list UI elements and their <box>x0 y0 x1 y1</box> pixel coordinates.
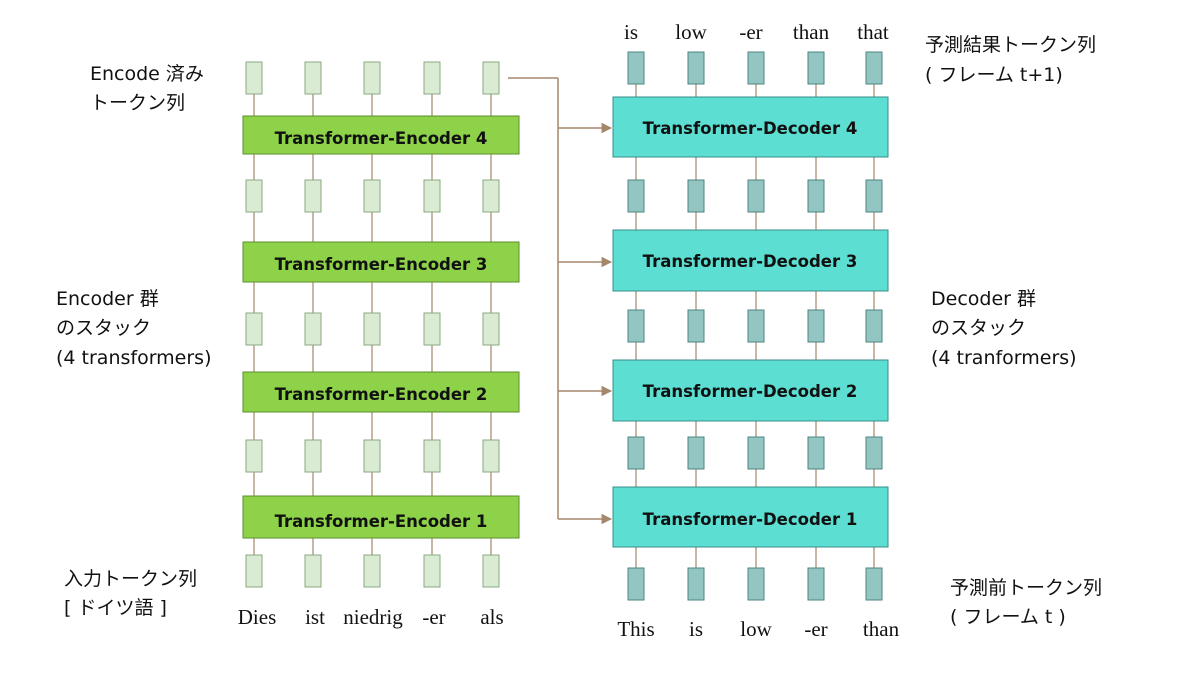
encoder-input-token-3: niedrig <box>343 605 403 629</box>
encoder-token-r4-c2 <box>363 61 381 95</box>
encoder-stack-label-line-2: のスタック <box>56 317 151 339</box>
decoder-token-r2-c3 <box>807 309 825 343</box>
decoder-token-r4-c1 <box>687 51 705 85</box>
input-tokens-label-line-1: 入力トークン列 <box>64 568 197 590</box>
encoder-token-r4-c0 <box>245 61 263 95</box>
decoder-token-r2-c0 <box>627 309 645 343</box>
encoder-token-r3-c2 <box>363 179 381 213</box>
encoder-token-r2-c1 <box>304 312 322 346</box>
encoder-input-token-2: ist <box>305 605 325 629</box>
decoder-output-token-1: is <box>624 20 638 44</box>
decoder-token-r2-c1 <box>687 309 705 343</box>
decoder-block-label-4: Transformer-Decoder 4 <box>643 119 858 138</box>
encoder-token-r4-c4 <box>482 61 500 95</box>
decoder-token-r3-c0 <box>627 179 645 213</box>
encoder-token-r3-c0 <box>245 179 263 213</box>
encoder-token-r2-c4 <box>482 312 500 346</box>
encoder-token-r0-c4 <box>482 554 500 588</box>
decoder-stack-label-line-2: のスタック <box>931 317 1026 339</box>
encoder-stack-label-line-3: (4 transformers) <box>56 347 212 369</box>
encoder-token-r3-c1 <box>304 179 322 213</box>
encoder-token-r1-c4 <box>482 439 500 473</box>
predicted-tokens-label-line-1: 予測結果トークン列 <box>925 34 1096 56</box>
encoder-token-r1-c1 <box>304 439 322 473</box>
decoder-output-token-4: than <box>793 20 830 44</box>
encoder-block-1 <box>242 495 520 539</box>
pre-prediction-tokens-label-line-1: 予測前トークン列 <box>950 577 1102 599</box>
encoder-token-r0-c1 <box>304 554 322 588</box>
decoder-token-r1-c0 <box>627 436 645 470</box>
decoder-block-3 <box>612 229 889 292</box>
encoder-block-label-1: Transformer-Encoder 1 <box>275 512 488 531</box>
decoder-block-1 <box>612 486 889 548</box>
encoder-token-r1-c0 <box>245 439 263 473</box>
encoder-token-r0-c3 <box>423 554 441 588</box>
decoder-input-token-1: This <box>617 617 654 641</box>
encoder-token-r4-c1 <box>304 61 322 95</box>
encoder-token-r4-c3 <box>423 61 441 95</box>
decoder-token-r0-c4 <box>865 567 883 601</box>
encoder-token-r3-c4 <box>482 179 500 213</box>
decoder-input-token-3: low <box>740 617 772 641</box>
diagram-shapes <box>242 51 889 601</box>
decoder-token-r3-c2 <box>747 179 765 213</box>
decoder-stack-label-line-1: Decoder 群 <box>931 288 1036 310</box>
decoder-token-r2-c2 <box>747 309 765 343</box>
decoder-token-r0-c2 <box>747 567 765 601</box>
decoder-token-r1-c3 <box>807 436 825 470</box>
decoder-token-r4-c4 <box>865 51 883 85</box>
encoder-block-2 <box>242 371 520 413</box>
encoder-input-token-5: als <box>480 605 503 629</box>
decoder-block-label-1: Transformer-Decoder 1 <box>643 510 858 529</box>
decoder-token-r3-c4 <box>865 179 883 213</box>
decoder-token-r0-c1 <box>687 567 705 601</box>
encoder-token-r3-c3 <box>423 179 441 213</box>
encoder-token-r1-c2 <box>363 439 381 473</box>
decoder-output-token-5: that <box>857 20 889 44</box>
encoder-input-token-1: Dies <box>238 605 277 629</box>
decoder-input-token-2: is <box>689 617 703 641</box>
encoder-block-label-2: Transformer-Encoder 2 <box>275 385 488 404</box>
encoded-tokens-label-line-1: Encode 済み <box>90 63 204 85</box>
decoder-token-r3-c3 <box>807 179 825 213</box>
decoder-block-4 <box>612 96 889 158</box>
encoder-input-token-4: -er <box>422 605 445 629</box>
encoder-token-r2-c2 <box>363 312 381 346</box>
decoder-stack-label-line-3: (4 tranformers) <box>931 347 1077 369</box>
encoder-block-label-3: Transformer-Encoder 3 <box>275 255 488 274</box>
encoder-token-r2-c3 <box>423 312 441 346</box>
encoder-block-4 <box>242 115 520 155</box>
decoder-input-token-5: than <box>863 617 900 641</box>
decoder-token-r4-c2 <box>747 51 765 85</box>
decoder-token-r2-c4 <box>865 309 883 343</box>
decoder-token-r1-c4 <box>865 436 883 470</box>
decoder-block-label-2: Transformer-Decoder 2 <box>643 382 858 401</box>
encoder-block-label-4: Transformer-Encoder 4 <box>275 129 488 148</box>
encoder-token-r2-c0 <box>245 312 263 346</box>
encoder-token-r0-c0 <box>245 554 263 588</box>
decoder-token-r1-c1 <box>687 436 705 470</box>
decoder-output-token-2: low <box>675 20 707 44</box>
encoder-token-r0-c2 <box>363 554 381 588</box>
decoder-block-2 <box>612 359 889 422</box>
pre-prediction-tokens-label-line-2: ( フレーム t ) <box>950 606 1066 628</box>
decoder-input-token-4: -er <box>804 617 827 641</box>
decoder-token-r3-c1 <box>687 179 705 213</box>
encoder-block-3 <box>242 241 520 283</box>
decoder-token-r4-c3 <box>807 51 825 85</box>
input-tokens-label-line-2: [ ドイツ語 ] <box>64 597 167 619</box>
predicted-tokens-label-line-2: ( フレーム t+1) <box>925 64 1063 86</box>
encoder-token-r1-c3 <box>423 439 441 473</box>
decoder-token-r1-c2 <box>747 436 765 470</box>
decoder-token-r0-c0 <box>627 567 645 601</box>
decoder-token-r0-c3 <box>807 567 825 601</box>
decoder-token-r4-c0 <box>627 51 645 85</box>
decoder-output-token-3: -er <box>739 20 762 44</box>
encoded-tokens-label-line-2: トークン列 <box>90 92 185 114</box>
encoder-stack-label-line-1: Encoder 群 <box>56 288 159 310</box>
decoder-block-label-3: Transformer-Decoder 3 <box>643 252 858 271</box>
